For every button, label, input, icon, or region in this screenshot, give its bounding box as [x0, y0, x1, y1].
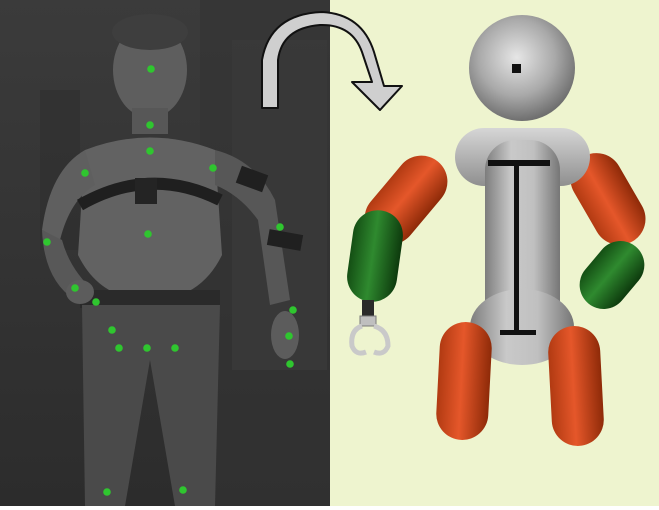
marker-dot [179, 486, 187, 494]
marker-dot [108, 326, 116, 334]
marker-dot [103, 488, 111, 496]
marker-dot [43, 238, 51, 246]
marker-dot [143, 344, 151, 352]
marker-dot [71, 284, 79, 292]
marker-dot [146, 121, 154, 129]
marker-dot [146, 147, 154, 155]
marker-dot [144, 230, 152, 238]
marker-dot [171, 344, 179, 352]
left-photo-panel [0, 0, 330, 506]
marker-dot [209, 164, 217, 172]
marker-dot [289, 306, 297, 314]
marker-dot [115, 344, 123, 352]
robot-head [469, 15, 575, 121]
marker-dot [147, 65, 155, 73]
marker-dot [286, 360, 294, 368]
marker-dot [276, 223, 284, 231]
marker-dot [92, 298, 100, 306]
marker-dot [81, 169, 89, 177]
marker-dot [285, 332, 293, 340]
